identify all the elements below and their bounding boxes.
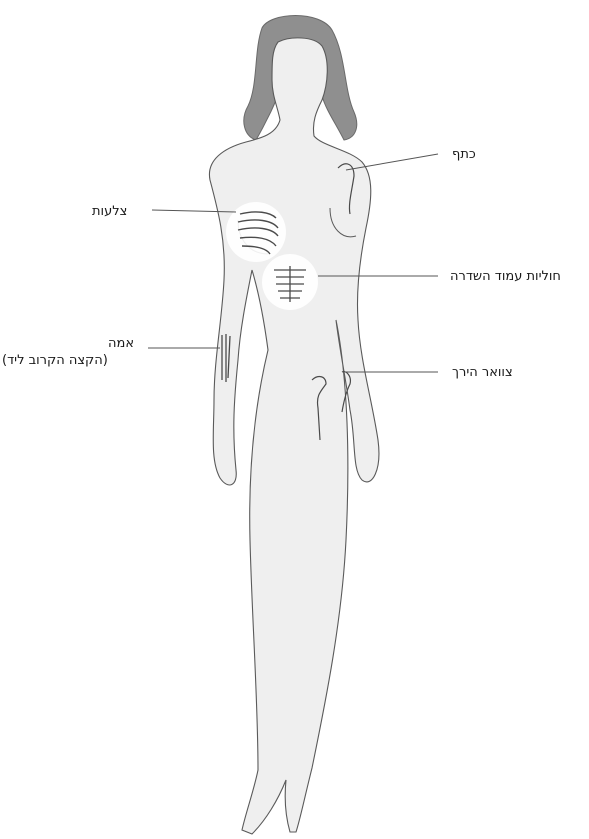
label-hip: צוואר הירך — [452, 364, 513, 381]
label-vertebrae: חוליות עמוד השדרה — [450, 268, 561, 285]
label-ribs: צלעות — [92, 203, 127, 220]
label-forearm-note: (הקצה הקרוב ליד) — [2, 352, 108, 369]
ribs-detail-circle — [226, 202, 286, 262]
label-forearm: אמה — [108, 335, 134, 352]
label-shoulder: כתף — [452, 146, 476, 163]
body-silhouette — [209, 38, 378, 834]
